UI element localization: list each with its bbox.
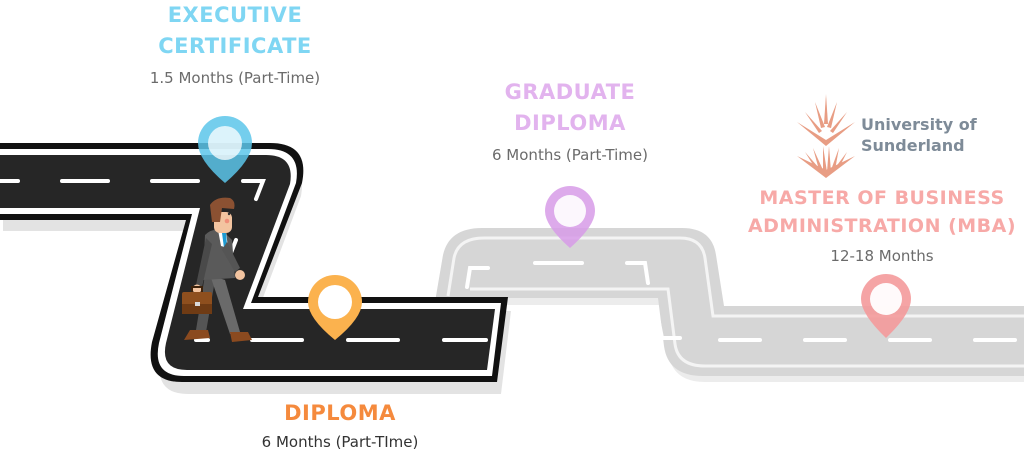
stage-title: MASTER OF BUSINESS ADMINISTRATION (MBA) [740,184,1024,240]
stage-duration: 6 Months (Part-TIme) [261,433,419,451]
businessman-figure [182,197,252,342]
pin-executive-certificate [198,116,252,183]
pin-diploma [308,275,362,340]
stage-title: DIPLOMA [220,398,460,429]
sunburst-logo-icon [797,94,855,178]
stage-graduate-diploma: GRADUATE DIPLOMA 6 Months (Part-Time) [455,77,685,165]
stage-title: EXECUTIVE CERTIFICATE [110,0,360,62]
stage-executive-certificate: EXECUTIVE CERTIFICATE 1.5 Months (Part-T… [110,0,360,88]
stage-title-line: DIPLOMA [284,401,396,425]
stage-title-line: CERTIFICATE [158,34,312,58]
stage-title-line: MASTER OF BUSINESS [759,187,1005,209]
university-name-line2: Sunderland [861,136,965,155]
stage-mba: MASTER OF BUSINESS ADMINISTRATION (MBA) … [740,184,1024,266]
university-name: University of Sunderland [861,114,977,156]
active-road [0,143,511,394]
stage-title-line: EXECUTIVE [167,3,303,27]
pin-graduate-diploma [545,186,595,248]
university-name-line1: University of [861,115,977,134]
stage-duration: 1.5 Months (Part-Time) [149,69,321,87]
stage-title-line: GRADUATE [504,80,636,104]
stage-title: GRADUATE DIPLOMA [455,77,685,139]
university-logo: University of Sunderland [793,94,983,178]
stage-title-line: DIPLOMA [514,111,626,135]
stage-diploma: DIPLOMA 6 Months (Part-TIme) [220,398,460,452]
stage-duration: 6 Months (Part-Time) [492,146,648,164]
future-road [428,228,1024,382]
stage-duration: 12-18 Months [830,247,934,265]
stage-title-line: ADMINISTRATION (MBA) [747,215,1017,237]
pin-mba [861,274,911,338]
